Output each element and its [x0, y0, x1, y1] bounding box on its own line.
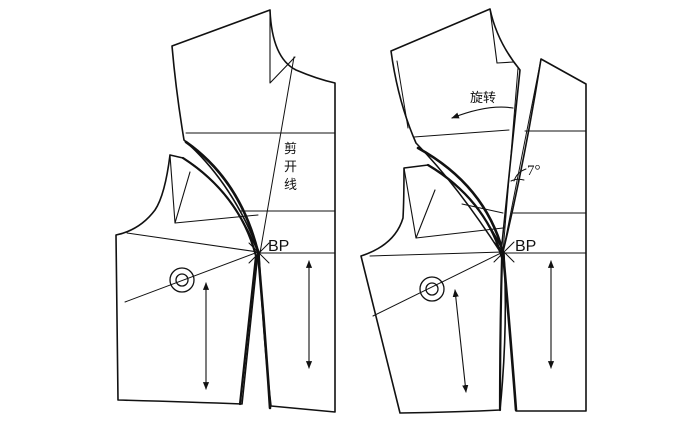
- left-cut-line: [259, 56, 295, 254]
- left-bp-label: BP: [268, 238, 289, 255]
- right-grainline-side: [452, 289, 469, 393]
- left-button-mark-outer: [169, 267, 195, 293]
- right-dart-to-bp-line: [415, 227, 504, 239]
- right-princess-seam-side: [426, 163, 504, 412]
- right-chest-line-left: [413, 129, 510, 138]
- right-side-panel-outline: [360, 164, 507, 414]
- left-cut-line-label-3: 线: [284, 178, 297, 193]
- right-circle-to-bp-line: [372, 251, 504, 317]
- right-bust-line-left: [461, 203, 504, 214]
- right-princess-seam: [416, 146, 518, 412]
- right-bp-label: BP: [515, 238, 536, 255]
- right-shoulder-dart: [489, 8, 515, 64]
- left-princess-seam: [184, 140, 272, 410]
- right-angle-leader: [513, 168, 527, 182]
- left-side-dart: [169, 154, 191, 224]
- left-pattern: [115, 9, 336, 413]
- right-cut-line: [502, 67, 519, 253]
- right-angle-arc: [510, 178, 525, 182]
- left-shoulder-dart: [269, 9, 296, 84]
- right-dart-lower-line: [369, 251, 504, 257]
- right-upper-block-outline: [390, 8, 521, 254]
- left-button-mark-inner: [175, 273, 189, 287]
- left-side-panel-outline: [115, 154, 259, 405]
- right-rotate-arrow: [451, 106, 514, 119]
- right-bp-mark: [493, 241, 515, 263]
- left-dart-lower-line: [126, 232, 259, 253]
- right-pattern: [360, 8, 587, 414]
- right-shoulder-line: [396, 60, 409, 129]
- right-rotate-label: 旋转: [470, 91, 496, 106]
- left-circle-to-bp-line: [124, 251, 259, 303]
- right-angle-label: 7°: [527, 163, 541, 179]
- right-button-mark-outer: [419, 276, 445, 302]
- right-button-mark-inner: [425, 282, 439, 296]
- left-cut-line-label-2: 开: [284, 160, 297, 175]
- right-side-dart: [403, 167, 436, 239]
- left-cut-line-label-1: 剪: [284, 141, 297, 157]
- left-dart-to-bp-line: [174, 214, 259, 224]
- left-bp-mark: [248, 242, 270, 264]
- right-cut-line-rotated: [502, 58, 542, 253]
